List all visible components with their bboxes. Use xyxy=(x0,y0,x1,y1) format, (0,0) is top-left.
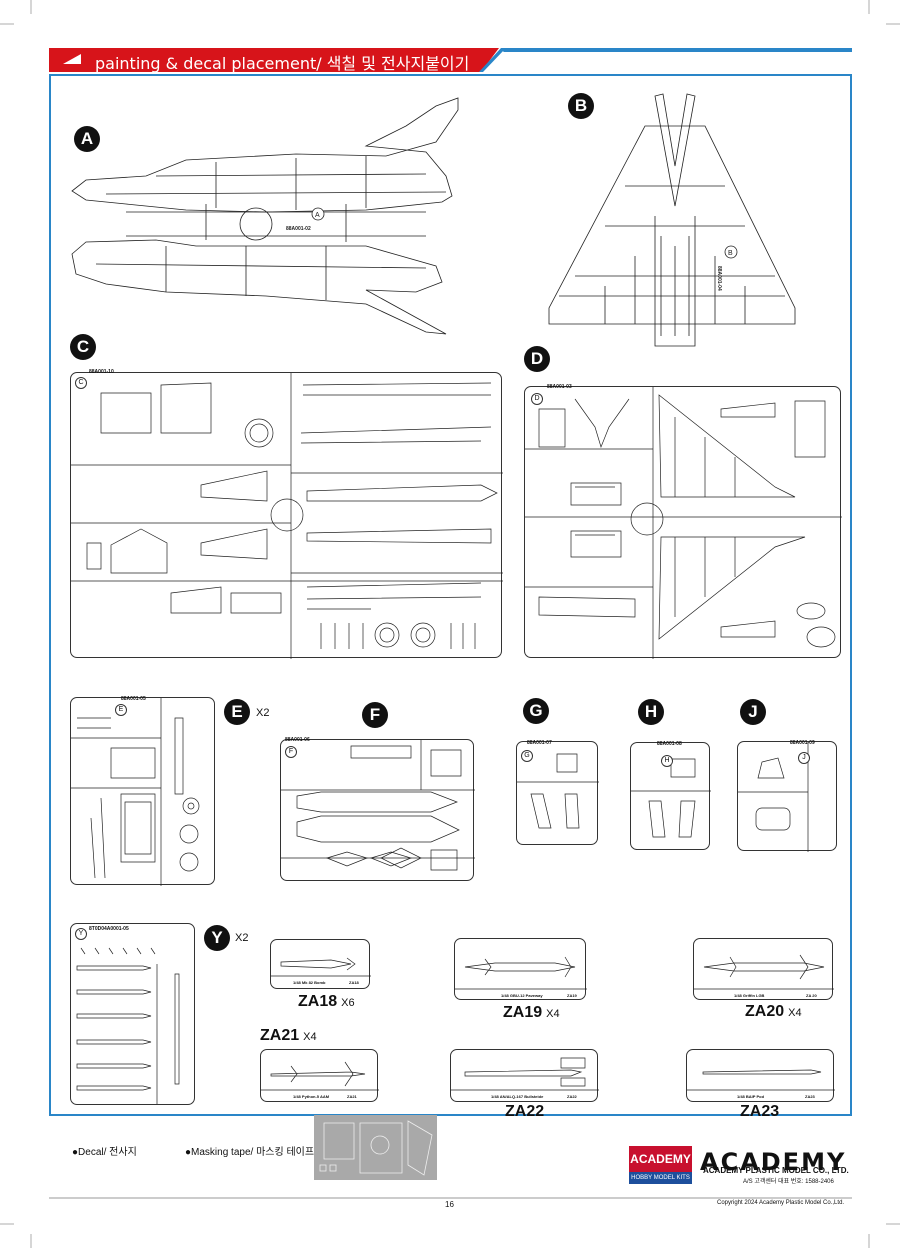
za22-sprue: 1/48 AN/ALQ-167 Bullsteide ZA22 xyxy=(450,1049,599,1102)
za21-caption: 1/48 Python-5 AAM xyxy=(293,1094,330,1099)
sprue-g-tag: G xyxy=(521,750,533,762)
sprue-d-code: 88A001-03 xyxy=(547,384,572,390)
section-j-marker: J xyxy=(740,699,766,725)
part-a-fuselage-drawing: A 88A001-02 xyxy=(71,97,459,335)
za18-label: ZA18 xyxy=(298,993,338,1010)
footer-rule xyxy=(49,1197,852,1199)
sprue-c-frame: C 88A001-10 xyxy=(70,369,503,659)
copyright: Copyright 2024 Academy Plastic Model Co.… xyxy=(717,1200,845,1206)
sprue-h-frame: H 88A001-08 xyxy=(630,741,711,850)
section-title: painting & decal placement/ 색칠 및 전사지붙이기 xyxy=(95,54,470,73)
za20-sprue: 1/48 Griffin LGB ZA 20 xyxy=(693,938,834,1000)
za20-multiplier: X4 xyxy=(788,1007,802,1019)
za18-caption: 1/48 Mk 82 Bomb xyxy=(293,980,326,985)
sprue-g-frame: G 88A001-07 xyxy=(516,740,599,845)
za18-multiplier: X6 xyxy=(341,997,355,1009)
section-e-marker: E xyxy=(224,699,250,725)
section-y-multiplier: X2 xyxy=(235,932,249,944)
sprue-f-tag: F xyxy=(285,746,297,758)
sprue-d-tag: D xyxy=(531,393,543,405)
sprue-f-frame: F 88A001-06 xyxy=(280,737,475,881)
sprue-y-code: 8T0D04A0001-05 xyxy=(89,926,129,932)
masking-tape-sheet xyxy=(314,1115,437,1180)
za19-label: ZA19 xyxy=(503,1004,543,1021)
academy-badge-top: ACADEMY xyxy=(629,1146,692,1172)
za22-caption: 1/48 AN/ALQ-167 Bullsteide xyxy=(491,1094,544,1099)
sprue-a-tag: A xyxy=(315,212,320,219)
za18-sprue: 1/48 Mk 82 Bomb ZA18 xyxy=(270,939,371,989)
sprue-h-code: 88A001-08 xyxy=(657,741,682,747)
sprue-f-code: 88A001-06 xyxy=(285,737,310,743)
academy-badge: ACADEMY HOBBY MODEL KITS xyxy=(629,1146,692,1184)
za19-caption: 1/48 GBU-12 Paveway xyxy=(501,993,543,998)
section-header: painting & decal placement/ 색칠 및 전사지붙이기 xyxy=(49,48,852,73)
section-b-marker: B xyxy=(568,93,594,119)
section-e-multiplier: X2 xyxy=(256,707,270,719)
sprue-y-frame: Y 8T0D04A0001-05 xyxy=(70,923,195,1105)
za22-label-group: ZA22 xyxy=(505,1103,548,1121)
academy-logo: ACADEMY xyxy=(700,1148,847,1176)
za20-label: ZA20 xyxy=(745,1003,785,1020)
legend-masking-tape: ●Masking tape/ 마스킹 테이프 xyxy=(185,1147,315,1158)
sprue-d-frame: D 88A001-03 xyxy=(524,384,842,659)
sprue-y-tag: Y xyxy=(75,928,87,940)
sprue-j-frame: J 88A001-09 xyxy=(737,740,837,852)
za19-sprue: 1/48 GBU-12 Paveway ZA19 xyxy=(454,938,587,1000)
za19-tag: ZA19 xyxy=(567,993,577,998)
za21-label: ZA21 xyxy=(260,1027,300,1044)
section-y-marker: Y xyxy=(204,925,230,951)
sprue-e-tag: E xyxy=(115,704,127,716)
za23-label-group: ZA23 xyxy=(740,1103,783,1121)
za23-sprue: 1/48 BAIP Pod ZA23 xyxy=(686,1049,835,1102)
legend-decal: ●Decal/ 전사지 xyxy=(72,1147,137,1158)
part-b-wing-drawing: B 88A001-04 xyxy=(548,93,796,347)
sprue-e-code: 88A001-05 xyxy=(121,696,146,702)
za23-tag: ZA23 xyxy=(805,1094,815,1099)
section-f-marker: F xyxy=(362,702,388,728)
za22-label: ZA22 xyxy=(505,1103,545,1120)
za23-caption: 1/48 BAIP Pod xyxy=(737,1094,765,1099)
za18-tag: ZA18 xyxy=(349,980,359,985)
sprue-j-tag: J xyxy=(798,752,810,764)
academy-badge-bottom: HOBBY MODEL KITS xyxy=(629,1172,692,1184)
sprue-j-code: 88A001-09 xyxy=(790,740,815,746)
sprue-a-code: 88A001-02 xyxy=(286,226,311,232)
za23-label: ZA23 xyxy=(740,1103,780,1120)
section-c-marker: C xyxy=(70,334,96,360)
content-frame xyxy=(49,74,852,1116)
company-name: ACADEMY PLASTIC MODEL CO., LTD. xyxy=(703,1166,849,1175)
sprue-c-code: 88A001-10 xyxy=(89,369,114,375)
sprue-c-tag: C xyxy=(75,377,87,389)
sprue-h-tag: H xyxy=(661,755,673,767)
za21-tag: ZA21 xyxy=(347,1094,357,1099)
section-a-marker: A xyxy=(74,126,100,152)
za19-multiplier: X4 xyxy=(546,1008,560,1020)
za20-caption: 1/48 Griffin LGB xyxy=(734,993,765,998)
as-contact: A/S 고객센터 대표 번호: 1588-2406 xyxy=(743,1179,834,1185)
sprue-e-frame: E 88A001-05 xyxy=(70,696,215,886)
za20-tag: ZA 20 xyxy=(806,993,817,998)
page-number: 16 xyxy=(445,1200,454,1209)
section-g-marker: G xyxy=(523,698,549,724)
sprue-g-code: 88A001-07 xyxy=(527,740,552,746)
za22-tag: ZA22 xyxy=(567,1094,577,1099)
sprue-b-tag: B xyxy=(728,250,733,257)
section-h-marker: H xyxy=(638,699,664,725)
za21-sprue: 1/48 Python-5 AAM ZA21 xyxy=(260,1049,379,1102)
section-d-marker: D xyxy=(524,346,550,372)
za21-multiplier: X4 xyxy=(303,1031,317,1043)
sprue-b-code: 88A001-04 xyxy=(716,266,722,291)
